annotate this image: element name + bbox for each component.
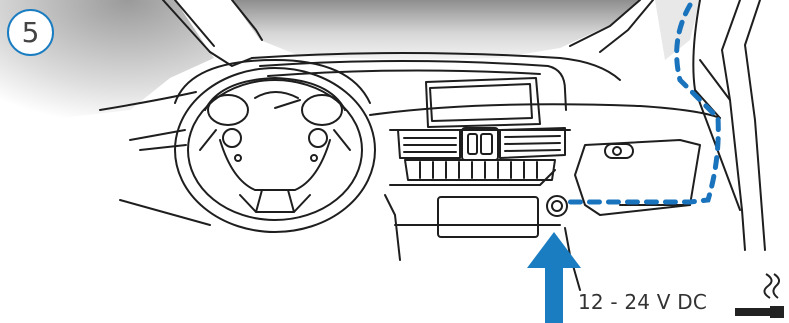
air-vents [398,128,565,180]
steering-wheel [175,60,375,232]
storage-panel [438,197,538,237]
infotainment-screen [426,78,540,127]
cigarette-socket-icon [735,274,784,318]
arrow-up-icon [527,232,581,323]
glovebox-button [605,144,633,158]
step-number: 5 [22,19,40,47]
voltage-label: 12 - 24 V DC [578,290,707,314]
power-socket [547,196,567,216]
step-badge: 5 [7,9,54,56]
